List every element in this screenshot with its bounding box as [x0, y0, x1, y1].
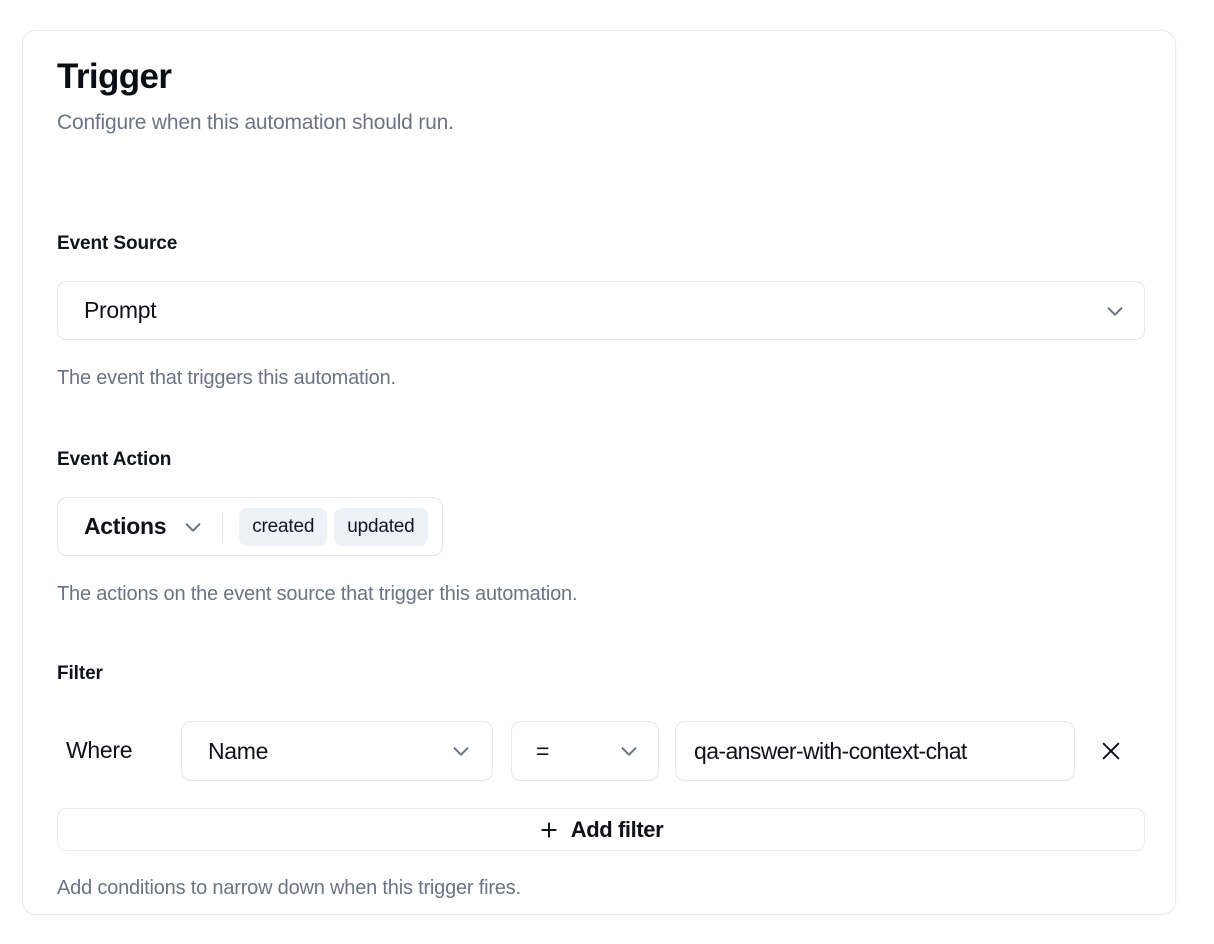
- filter-row: Where Name = qa-answer-with-context-chat: [57, 721, 1147, 781]
- add-filter-button[interactable]: Add filter: [57, 808, 1145, 851]
- chevron-down-icon: [182, 516, 204, 538]
- event-source-value: Prompt: [84, 297, 157, 323]
- filter-operator-value: =: [536, 737, 550, 764]
- remove-filter-button[interactable]: [1091, 731, 1131, 771]
- filter-field-value: Name: [208, 737, 269, 764]
- page-subtitle: Configure when this automation should ru…: [57, 111, 454, 135]
- add-filter-label: Add filter: [570, 816, 664, 842]
- filter-operator-select[interactable]: =: [511, 721, 659, 781]
- trigger-card: Trigger Configure when this automation s…: [22, 30, 1176, 915]
- event-source-label: Event Source: [57, 233, 178, 254]
- event-action-chip-created[interactable]: created: [239, 507, 328, 546]
- filter-field-select[interactable]: Name: [181, 721, 493, 781]
- event-action-dropdown-label: Actions: [84, 513, 167, 539]
- chevron-down-icon: [450, 740, 472, 762]
- plus-icon: [539, 820, 559, 840]
- trigger-card-body: Trigger Configure when this automation s…: [57, 57, 1145, 899]
- filter-label: Filter: [57, 663, 103, 684]
- filter-value-input[interactable]: qa-answer-with-context-chat: [675, 721, 1075, 781]
- vertical-divider: [222, 511, 224, 542]
- chevron-down-icon: [618, 740, 640, 762]
- event-action-chip-updated[interactable]: updated: [334, 507, 428, 546]
- event-action-dropdown[interactable]: Actions: [84, 513, 204, 540]
- page-title: Trigger: [57, 57, 172, 96]
- filter-help: Add conditions to narrow down when this …: [57, 877, 521, 899]
- filter-where-label: Where: [66, 737, 133, 763]
- event-action-label: Event Action: [57, 449, 172, 470]
- event-action-control: Actions created updated: [57, 497, 443, 556]
- chevron-down-icon: [1104, 300, 1126, 322]
- event-source-select[interactable]: Prompt: [57, 281, 1145, 340]
- event-source-help: The event that triggers this automation.: [57, 367, 396, 389]
- event-action-help: The actions on the event source that tri…: [57, 583, 578, 605]
- close-icon: [1100, 740, 1122, 762]
